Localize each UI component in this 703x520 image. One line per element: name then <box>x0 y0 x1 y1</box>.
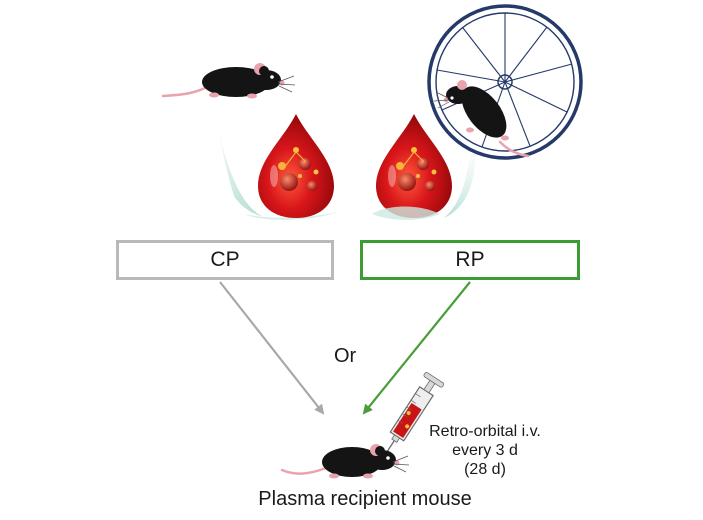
cp-arrow <box>219 281 325 415</box>
rp-arrow <box>362 281 471 415</box>
cp-box: CP <box>116 240 334 280</box>
blood-drop-icon <box>258 114 334 218</box>
sedentary-mouse-icon <box>161 63 296 99</box>
cp-label: CP <box>210 248 240 271</box>
sedentary-swoosh-base <box>244 212 338 220</box>
rp-box: RP <box>360 240 580 280</box>
injection-duration: (28 d) <box>464 461 506 478</box>
or-label: Or <box>334 345 357 367</box>
recipient-mouse-icon <box>280 444 410 479</box>
syringe-icon <box>384 372 445 456</box>
injection-note: Retro-orbital i.v. every 3 d (28 d) <box>418 422 552 479</box>
wheel-runner-mouse-icon <box>433 80 530 158</box>
rp-label: RP <box>455 248 485 271</box>
running-wheel-icon <box>427 4 583 160</box>
blood-drop-icon <box>376 114 452 218</box>
injection-frequency: every 3 d <box>452 442 518 459</box>
runner-swoosh <box>444 154 476 218</box>
runner-swoosh-base <box>372 206 440 220</box>
injection-route: Retro-orbital i.v. <box>429 423 541 440</box>
sedentary-swoosh <box>214 104 262 216</box>
recipient-label: Plasma recipient mouse <box>258 488 472 510</box>
